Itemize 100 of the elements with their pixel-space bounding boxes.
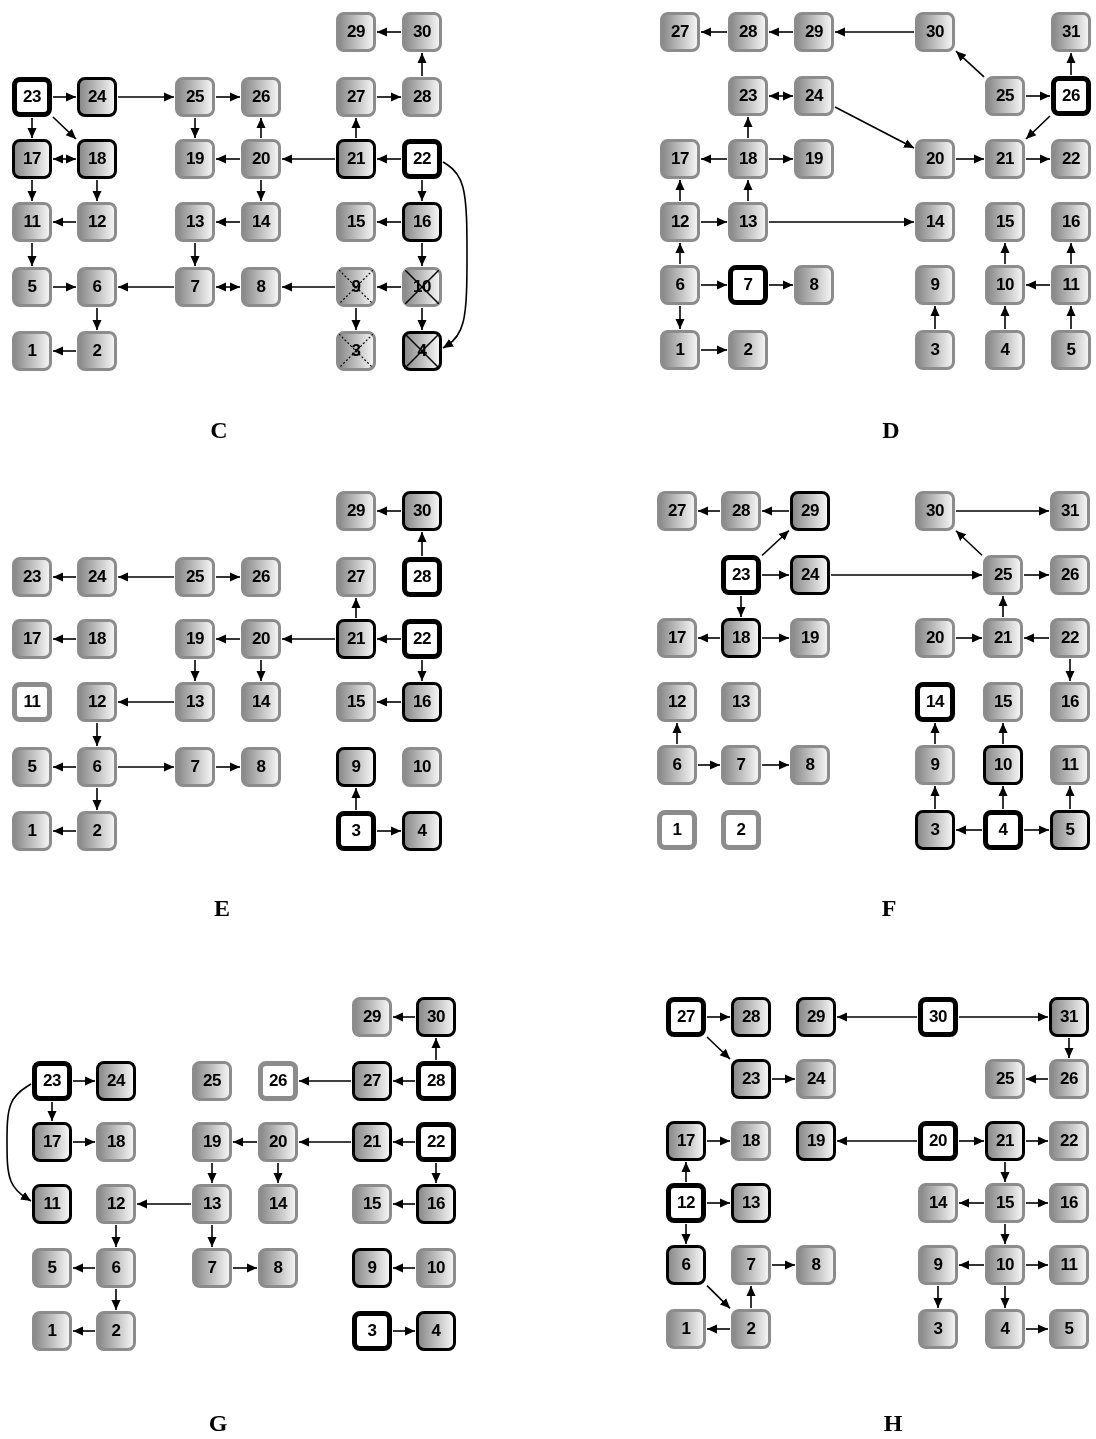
number-box (192, 1184, 232, 1224)
node-number: 12 (88, 692, 106, 712)
arrow (431, 1037, 441, 1061)
number-box (794, 12, 834, 52)
node-number: 24 (107, 1071, 125, 1091)
number-box (985, 1183, 1025, 1223)
number-box (1051, 202, 1091, 242)
node-number: 3 (933, 1319, 943, 1339)
number-box (728, 330, 768, 370)
arrow (761, 633, 790, 643)
number-box (336, 811, 376, 851)
arrow (52, 572, 77, 582)
number-box (175, 747, 215, 787)
arrow (1025, 154, 1051, 164)
node-number: 6 (675, 275, 685, 295)
arrow (697, 760, 721, 770)
number-box (915, 265, 955, 305)
node-number: 12 (677, 1193, 695, 1213)
arrow (351, 787, 361, 811)
node-number: 12 (107, 1194, 125, 1214)
arrow (232, 1137, 258, 1147)
arrow (190, 117, 200, 139)
number-box (657, 810, 697, 850)
node-number: 16 (427, 1194, 445, 1214)
panel-label: D (882, 416, 900, 444)
arrow (830, 570, 983, 580)
number-box (352, 997, 392, 1037)
arrow (298, 1137, 352, 1147)
number-box (1050, 491, 1090, 531)
arrow (1066, 305, 1076, 330)
node-number: 27 (668, 501, 686, 521)
number-box (918, 997, 958, 1037)
panel-label: C (210, 416, 228, 444)
number-box (915, 202, 955, 242)
arrow (681, 1161, 691, 1183)
node-number: 18 (107, 1132, 125, 1152)
number-box (731, 1309, 771, 1349)
node-number: 30 (926, 22, 944, 42)
node-number: 14 (926, 692, 944, 712)
number-box (352, 1061, 392, 1101)
number-box (1049, 1121, 1089, 1161)
number-box (721, 491, 761, 531)
node-number: 9 (351, 757, 361, 777)
node-number: 26 (1061, 565, 1079, 585)
arrow (351, 117, 361, 139)
node-number: 27 (347, 567, 365, 587)
node-number: 5 (1065, 820, 1075, 840)
arrow (958, 1136, 985, 1146)
number-box (985, 265, 1025, 305)
node-number: 23 (742, 1069, 760, 1089)
node-number: 25 (203, 1071, 221, 1091)
node-number: 12 (668, 692, 686, 712)
number-box (402, 747, 442, 787)
node-number: 25 (186, 87, 204, 107)
node-number: 18 (732, 628, 750, 648)
arrow (834, 106, 915, 149)
number-box (796, 1121, 836, 1161)
node-number: 17 (23, 149, 41, 169)
arrow (958, 1198, 985, 1208)
arrow (955, 50, 985, 78)
number-box (985, 202, 1025, 242)
node-number: 24 (801, 565, 819, 585)
number-box (352, 1311, 392, 1351)
node-number: 10 (996, 275, 1014, 295)
node-number: 2 (92, 821, 102, 841)
node-number: 26 (269, 1071, 287, 1091)
node-number: 3 (367, 1321, 377, 1341)
arrow (392, 1263, 416, 1273)
arrow (836, 1136, 918, 1146)
arrow (700, 27, 728, 37)
node-number: 12 (671, 212, 689, 232)
number-box (721, 745, 761, 785)
node-number: 2 (111, 1321, 121, 1341)
node-number: 12 (88, 212, 106, 232)
arrow (215, 572, 241, 582)
node-number: 27 (363, 1071, 381, 1091)
node-number: 16 (413, 212, 431, 232)
arrow (1000, 1223, 1010, 1245)
number-box (175, 139, 215, 179)
node-number: 17 (677, 1131, 695, 1151)
number-box (721, 618, 761, 658)
arrow (392, 1076, 416, 1086)
arrow (1000, 242, 1010, 265)
number-box (1051, 76, 1091, 116)
node-number: 16 (413, 692, 431, 712)
arrow (761, 570, 790, 580)
number-box (402, 491, 442, 531)
node-number: 22 (427, 1132, 445, 1152)
arrow (998, 595, 1008, 618)
number-box (402, 77, 442, 117)
arrow (207, 1162, 217, 1184)
number-box (1050, 555, 1090, 595)
number-box (32, 1184, 72, 1224)
node-number: 17 (668, 628, 686, 648)
number-box (657, 618, 697, 658)
arrow (768, 280, 794, 290)
node-number: 5 (27, 757, 37, 777)
node-number: 17 (43, 1132, 61, 1152)
node-number: 28 (739, 22, 757, 42)
arrow (706, 1036, 731, 1060)
